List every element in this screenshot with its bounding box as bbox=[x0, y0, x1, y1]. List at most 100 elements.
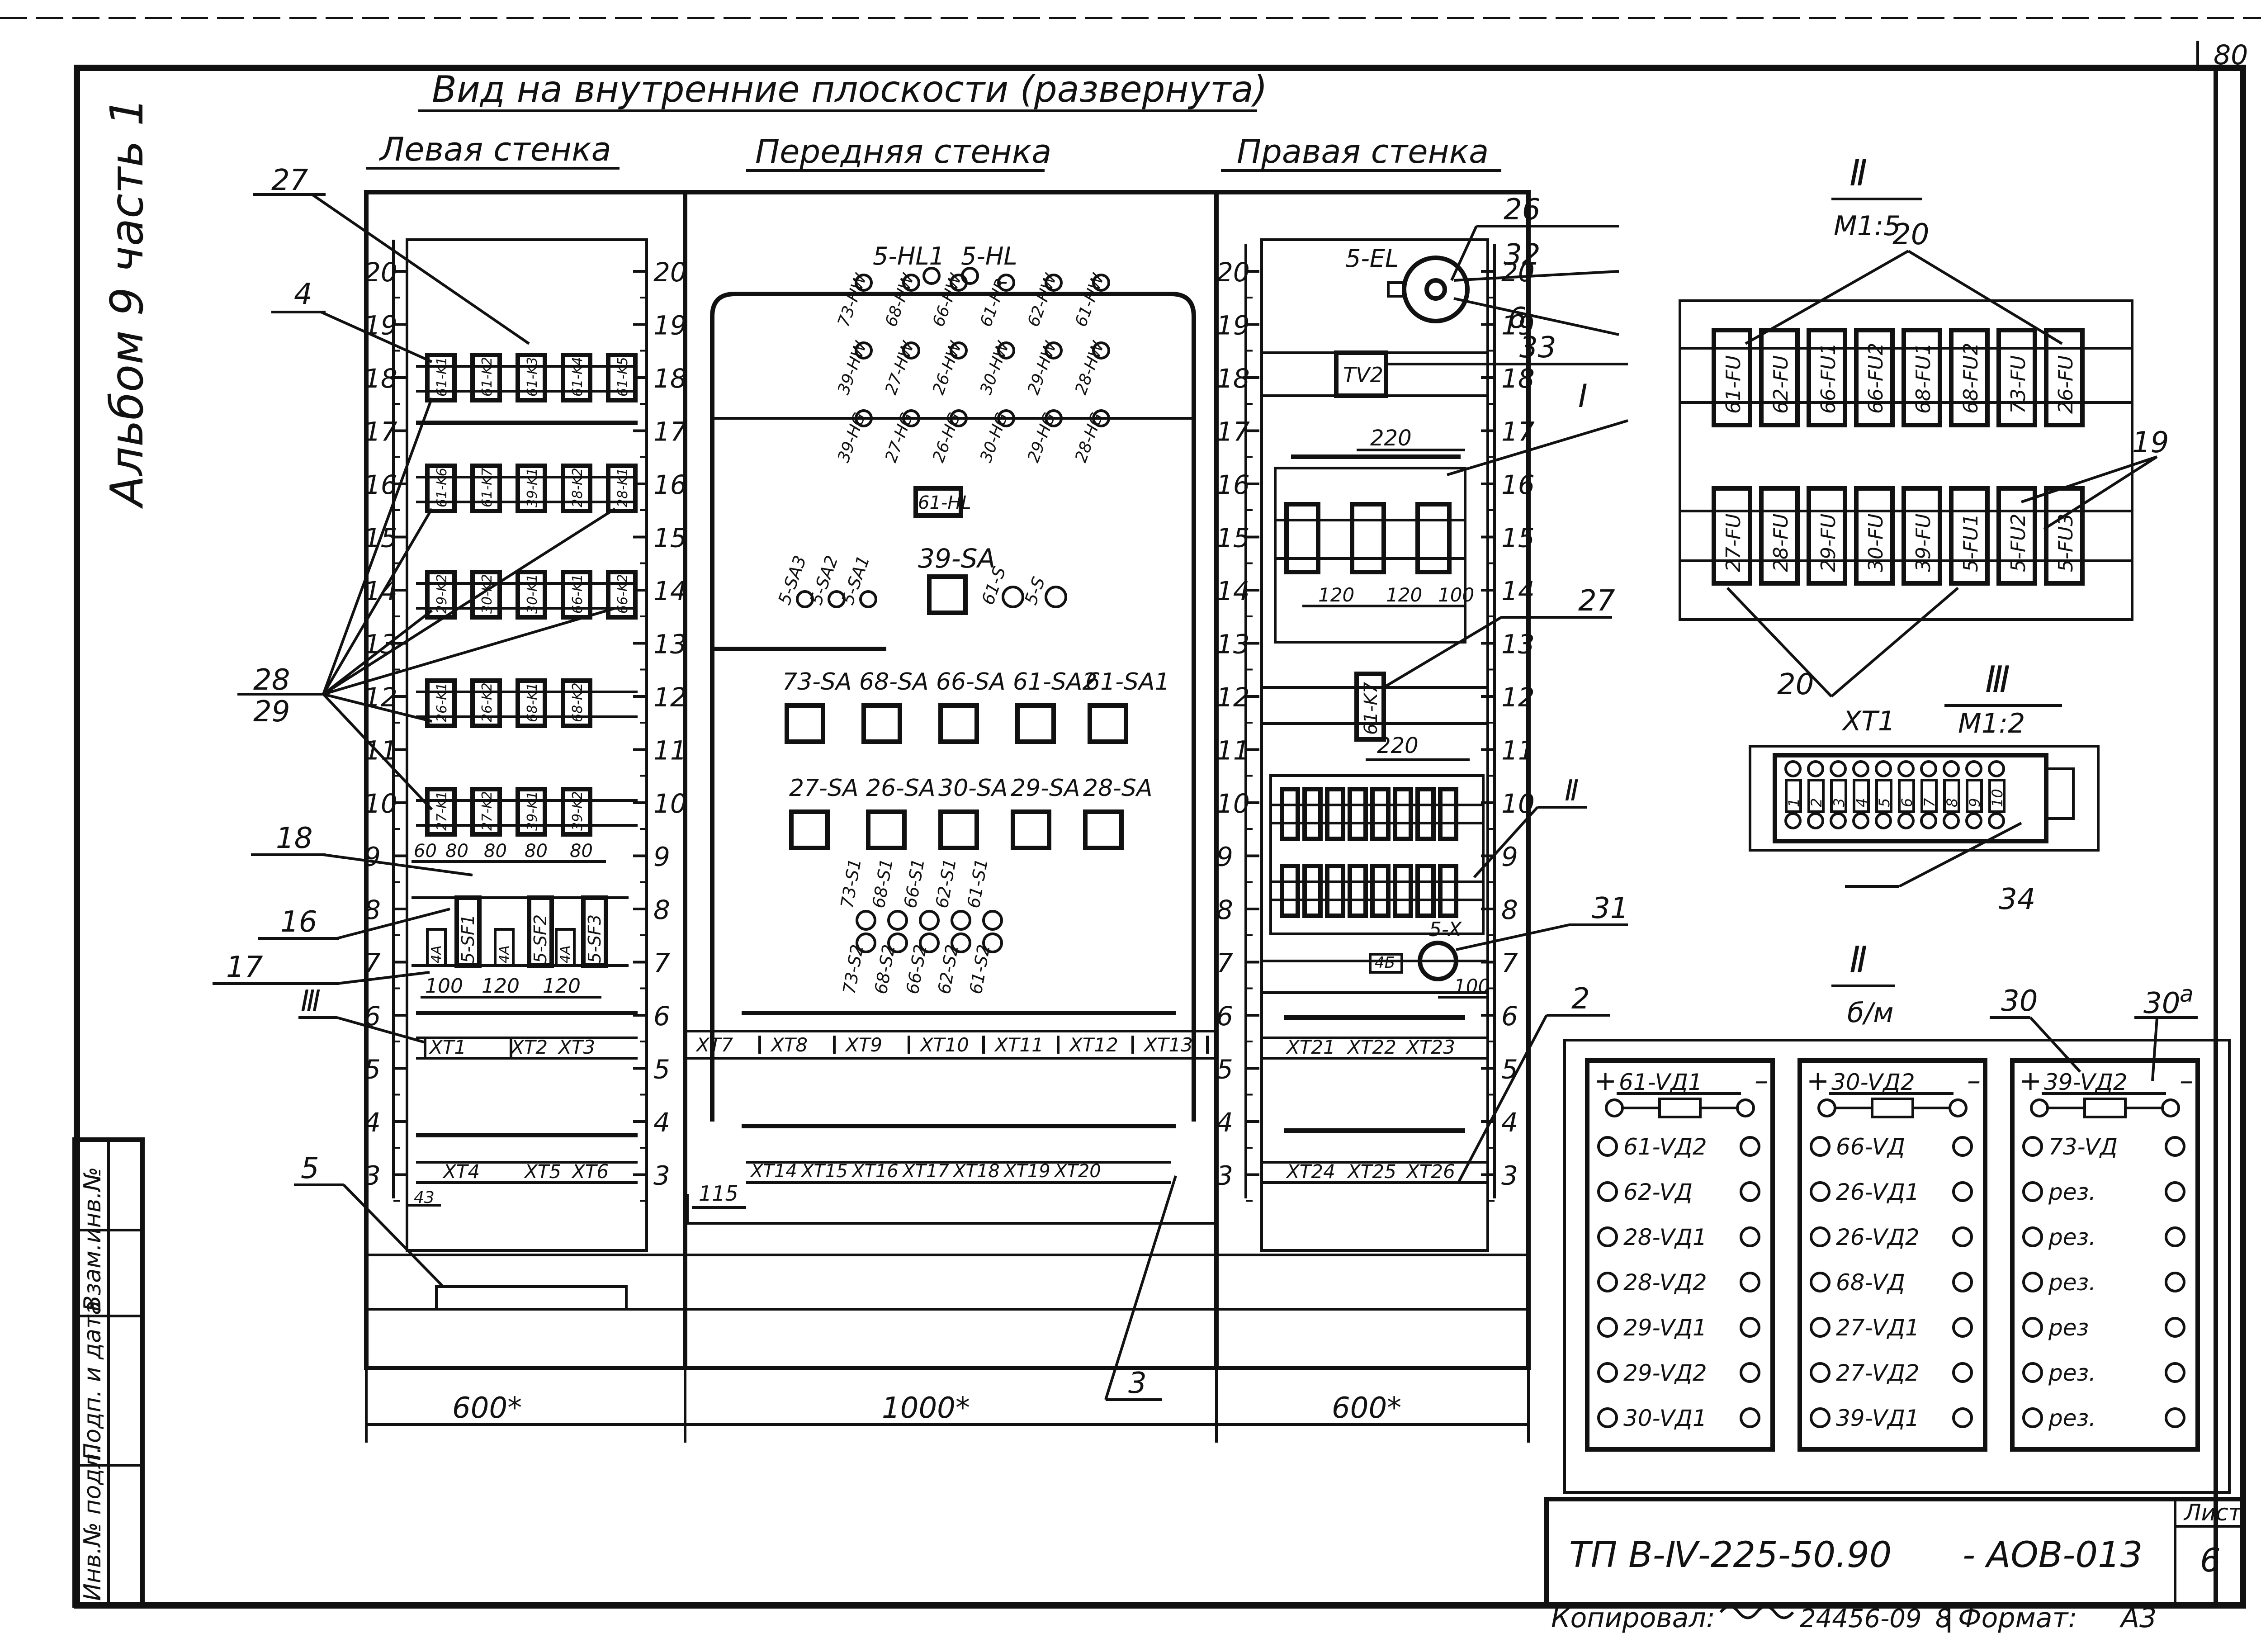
fuse-label-68-FU1: 68-FU1 bbox=[1912, 343, 1935, 414]
button-label-68-S1: 68-S1 bbox=[869, 857, 897, 909]
scale-number-12: 12 bbox=[1216, 682, 1250, 713]
relay-61-K2 bbox=[470, 353, 502, 402]
relay-39-K1 bbox=[516, 787, 547, 837]
diode-pin-right bbox=[1740, 1407, 1760, 1428]
terminal-number-8: 8 bbox=[1944, 798, 1961, 807]
scale-number-6: 6 bbox=[1501, 1001, 1518, 1032]
right-wall-title: Правая стенка bbox=[1237, 133, 1489, 170]
terminal-cell-1 bbox=[1785, 779, 1802, 813]
terminal-XT26: XT26 bbox=[1405, 1160, 1455, 1183]
scale-number-5: 5 bbox=[1501, 1054, 1518, 1085]
lamp-5-el-center bbox=[1424, 278, 1447, 301]
fuses-callout-right: 19 bbox=[2132, 426, 2169, 459]
scale-number-3: 3 bbox=[653, 1160, 670, 1191]
terminal-screw-bottom bbox=[1875, 812, 1892, 829]
fuse-label-28-FU: 28-FU bbox=[1769, 514, 1793, 572]
diode-pin-left bbox=[2022, 1317, 2043, 1338]
lamp-73-HW bbox=[855, 274, 873, 292]
scale-number-19: 19 bbox=[364, 310, 397, 341]
dim-top-2: 80 bbox=[484, 841, 507, 862]
terminal-XT14: XT14 bbox=[750, 1161, 797, 1182]
relay-label-27-K1: 27-K1 bbox=[434, 791, 450, 831]
scale-number-10: 10 bbox=[1216, 788, 1250, 819]
diode-panel-1 bbox=[1585, 1058, 1775, 1452]
scale-number-16: 16 bbox=[1216, 469, 1250, 500]
lamp-label-61-HW: 61-HW bbox=[1072, 271, 1108, 329]
terminal-cell-lower bbox=[1302, 864, 1323, 918]
title-block-frame bbox=[1544, 1497, 2245, 1608]
fuse-27-FU bbox=[1712, 486, 1752, 586]
terminal-XT17: XT17 bbox=[902, 1161, 949, 1182]
switch-61-SA2 bbox=[1015, 703, 1056, 744]
terminal-cell-8 bbox=[1943, 779, 1960, 813]
terminal-cell-10 bbox=[1988, 779, 2006, 813]
bottom-dimensions: 600* 1000* 600* bbox=[365, 1368, 1530, 1443]
diode-label-26-VД1: 26-VД1 bbox=[1836, 1179, 1920, 1205]
terminal-XT20: XT20 bbox=[1054, 1161, 1101, 1182]
switch-5-SA1 bbox=[859, 590, 877, 608]
dim-left-600: 600* bbox=[452, 1392, 522, 1425]
terminal-XT15: XT15 bbox=[800, 1161, 848, 1182]
terminal-number-10: 10 bbox=[1989, 789, 2006, 807]
lamp-5-hl1 bbox=[922, 267, 941, 285]
leader-27-left: 27 bbox=[271, 164, 308, 197]
relay-61-K3 bbox=[516, 353, 547, 402]
diode-label-28-VД2: 28-VД2 bbox=[1623, 1269, 1707, 1296]
lamp-label-26-HW: 26-HW bbox=[929, 339, 966, 397]
fuse-28-FU bbox=[1759, 486, 1800, 586]
terminal-frame bbox=[1749, 745, 2100, 852]
terminal-block-frame bbox=[1269, 774, 1485, 935]
relay-label-66-K2: 66-K2 bbox=[615, 574, 631, 614]
breaker-label-5-SF2: 5-SF2 bbox=[530, 914, 550, 963]
dim-bottom-0: 100 bbox=[425, 975, 463, 998]
switch-27-SA bbox=[789, 809, 830, 850]
diode-pin-right bbox=[1740, 1272, 1760, 1292]
diode-label-рез: рез bbox=[2048, 1315, 2089, 1341]
switch-label-27-SA: 27-SA bbox=[789, 775, 859, 802]
leader-18: 18 bbox=[276, 822, 312, 855]
album-label: Альбом 9 часть 1 bbox=[100, 97, 153, 509]
terminal-XT8: XT8 bbox=[770, 1034, 808, 1056]
scale-number-13: 13 bbox=[1216, 629, 1250, 660]
fuse-62-FU bbox=[1759, 328, 1800, 427]
fuse-30-FU bbox=[1854, 486, 1895, 586]
terminal-number-5: 5 bbox=[1876, 798, 1893, 807]
switch-label-61-SA1: 61-SA1 bbox=[1085, 668, 1170, 696]
lamp-label-39-HW: 39-HW bbox=[834, 339, 871, 397]
diode-label-28-VД1: 28-VД1 bbox=[1623, 1224, 1707, 1250]
relay-label-29-K2: 29-K2 bbox=[434, 574, 450, 614]
fuses-title: Ⅱ bbox=[1849, 152, 1867, 194]
terminal-title: Ⅲ bbox=[1985, 658, 2010, 701]
lamp-26-HG bbox=[950, 409, 968, 427]
fuse-block-frame bbox=[1274, 467, 1466, 644]
terminal-callout: 34 bbox=[1999, 883, 2035, 916]
diode-pin-right bbox=[2165, 1362, 2185, 1383]
diode-label-66-VД: 66-VД bbox=[1836, 1134, 1905, 1160]
header-pin-left bbox=[1817, 1098, 1836, 1117]
relay-label-28-K2: 28-K2 bbox=[570, 468, 586, 507]
terminal-cell-upper bbox=[1280, 787, 1300, 841]
terminal-cell-lower bbox=[1393, 864, 1413, 918]
relay-27-K1 bbox=[425, 787, 457, 837]
relay-28-K1 bbox=[606, 464, 638, 513]
fuse-26-FU bbox=[2044, 328, 2085, 427]
scale-number-10: 10 bbox=[1501, 788, 1535, 819]
scale-number-6: 6 bbox=[1216, 1001, 1233, 1032]
dim-bottom-2: 120 bbox=[543, 975, 581, 998]
scale-number-9: 9 bbox=[1216, 842, 1233, 872]
button-label-73-S1: 73-S1 bbox=[837, 857, 865, 909]
relay-66-K2 bbox=[606, 570, 638, 620]
left-wall-title: Левая стенка bbox=[378, 130, 611, 168]
terminal-name: XT1 bbox=[1841, 705, 1895, 737]
terminal-screw-top bbox=[1784, 760, 1802, 777]
diode-pin-left bbox=[1810, 1407, 1831, 1428]
diode-pin-left bbox=[1810, 1272, 1831, 1292]
dim-220-top: 220 bbox=[1370, 426, 1412, 451]
dim-fuse-0: 120 bbox=[1318, 584, 1354, 606]
title-block: ТП В-Ⅳ-225-50.90 - АОВ-013 Лист 6 bbox=[1544, 1497, 2245, 1608]
copied-label: Копировал: bbox=[1551, 1602, 1715, 1634]
scale-number-7: 7 bbox=[653, 948, 670, 979]
scale-number-4: 4 bbox=[364, 1107, 381, 1138]
diode-pin-left bbox=[1810, 1226, 1831, 1247]
relay-label-28-K1: 28-K1 bbox=[615, 468, 631, 507]
